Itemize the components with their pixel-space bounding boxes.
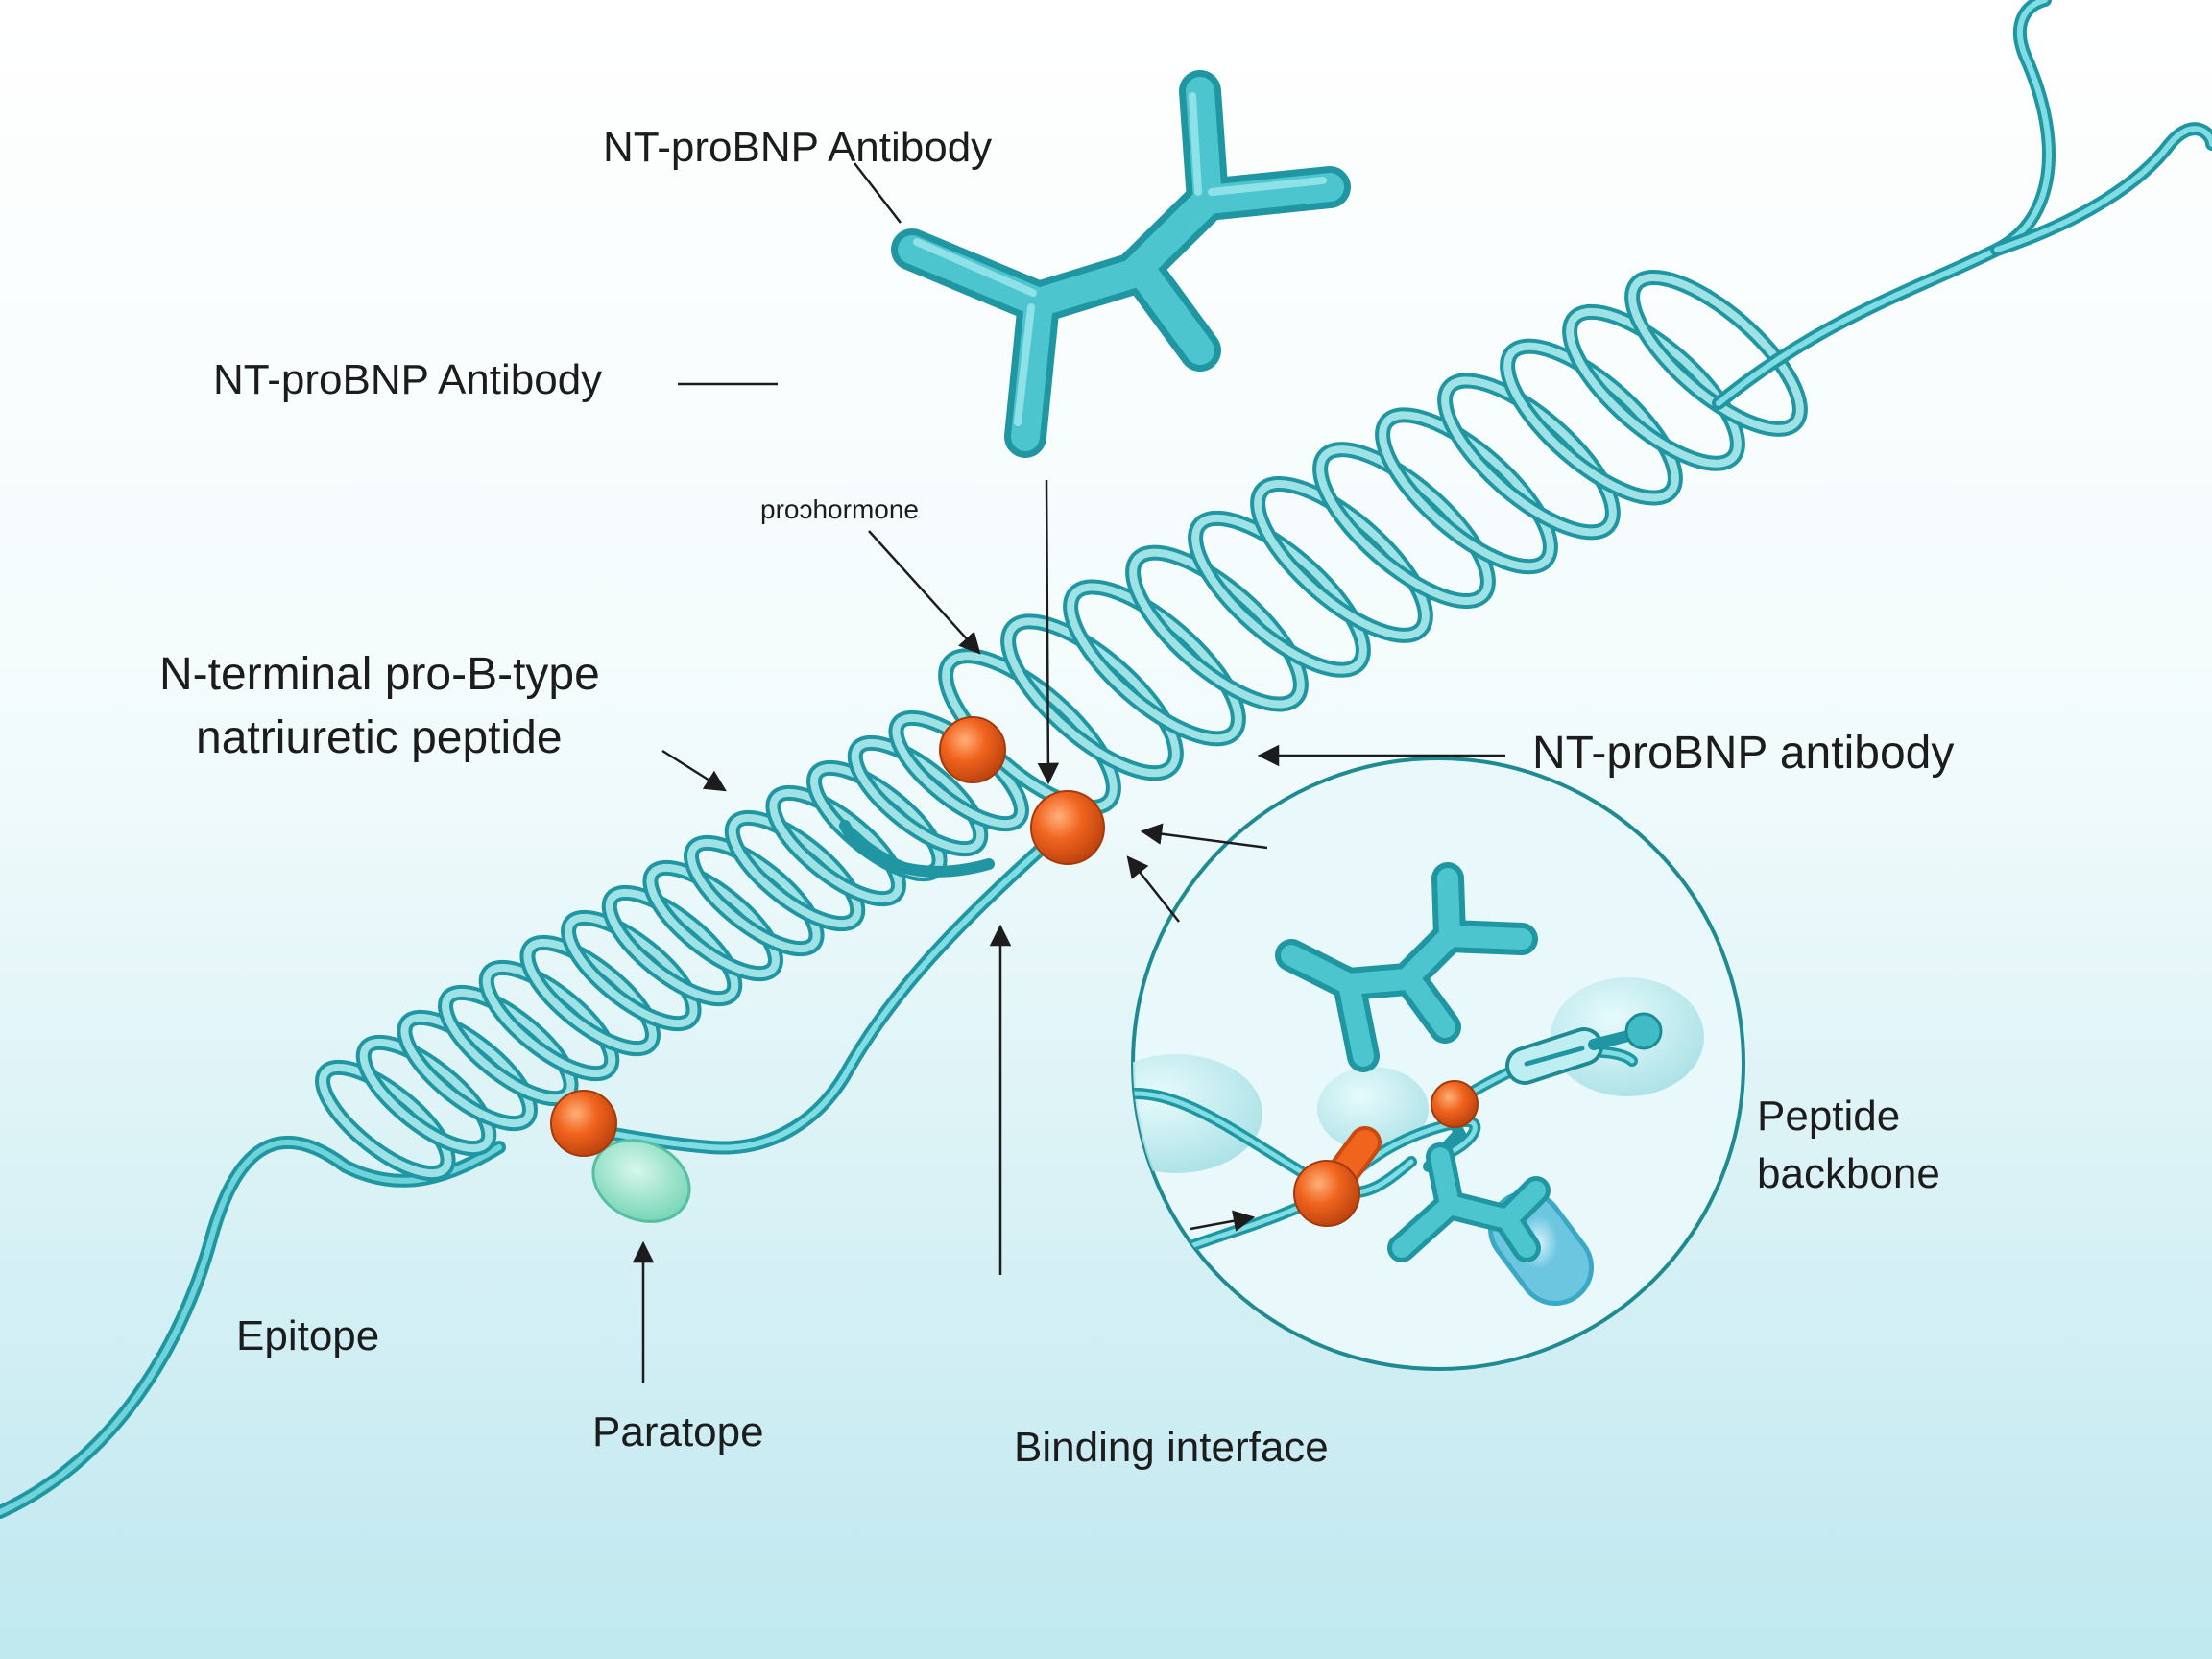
binding-sphere-upper (939, 716, 1006, 783)
label-prohormone: proɔhormone (760, 494, 919, 524)
helix-coil-turn (605, 888, 739, 1003)
antibody-main (891, 70, 1351, 458)
label-epitope: Epitope (236, 1312, 379, 1359)
label-nt-pro-b-line1: N-terminal pro-B-type (159, 649, 600, 700)
peptide-loop (569, 820, 1063, 1155)
label-nt-pro-b-line2: natriuretic peptide (196, 712, 563, 763)
helix-coil-turn (1004, 617, 1180, 778)
helix-coil-turn (1566, 307, 1742, 468)
helix-coil-turn (359, 1038, 493, 1153)
epitope-sphere-lower (550, 1090, 617, 1157)
label-paratope: Paratope (592, 1408, 764, 1455)
helix-lower-segment (315, 709, 1029, 1182)
helix-coil-turn (1379, 411, 1554, 571)
helix-coil-turn (1254, 479, 1430, 639)
label-peptide-backbone-line2: backbone (1757, 1150, 1940, 1197)
helix-coil-turn (1503, 342, 1679, 502)
helix-coil-turn (769, 788, 902, 903)
helix-coil-turn (851, 738, 985, 854)
helix-coil-turn (319, 1063, 452, 1178)
binding-sphere-center (1030, 790, 1105, 865)
label-binding-interface: Binding interface (1014, 1424, 1329, 1471)
helix-coil-turn (687, 838, 821, 953)
inset-magnified-view (1131, 757, 1745, 1371)
paratope-blob (591, 1139, 691, 1223)
label-antibody-top: NT-proBNP Antibody (603, 124, 992, 171)
helix-coil-turn (1628, 273, 1804, 433)
label-antibody-left: NT-proBNP Antibody (213, 356, 602, 403)
helix-coil-turn (442, 988, 575, 1103)
helix-coil-turn (482, 963, 616, 1078)
inset-antibody (1275, 862, 1538, 1072)
label-peptide-backbone-line1: Peptide (1757, 1093, 1900, 1140)
helix-coil-turn (646, 863, 780, 978)
pointer-lines (632, 162, 1505, 1382)
helix-coil-turn (1316, 445, 1492, 606)
helix-upper-segment (938, 269, 1808, 816)
helix-coil-turn (728, 813, 862, 928)
label-antibody-right: NT-proBNP antibody (1532, 728, 1954, 779)
helix-coil-turn (1191, 514, 1367, 674)
helix-coil-turn (400, 1013, 534, 1128)
peptide-upper-tail (1712, 0, 2212, 410)
labels: NT-proBNP Antibody NT-proBNP Antibody pr… (159, 124, 1954, 1471)
helix-coil-turn (1067, 583, 1242, 743)
helix-coil-turn (523, 938, 657, 1053)
helix-coil-turn (1129, 548, 1305, 709)
helix-coil-turn (565, 913, 698, 1028)
helix-coil-turn (1441, 376, 1617, 537)
peptide-tail (0, 1135, 506, 1519)
